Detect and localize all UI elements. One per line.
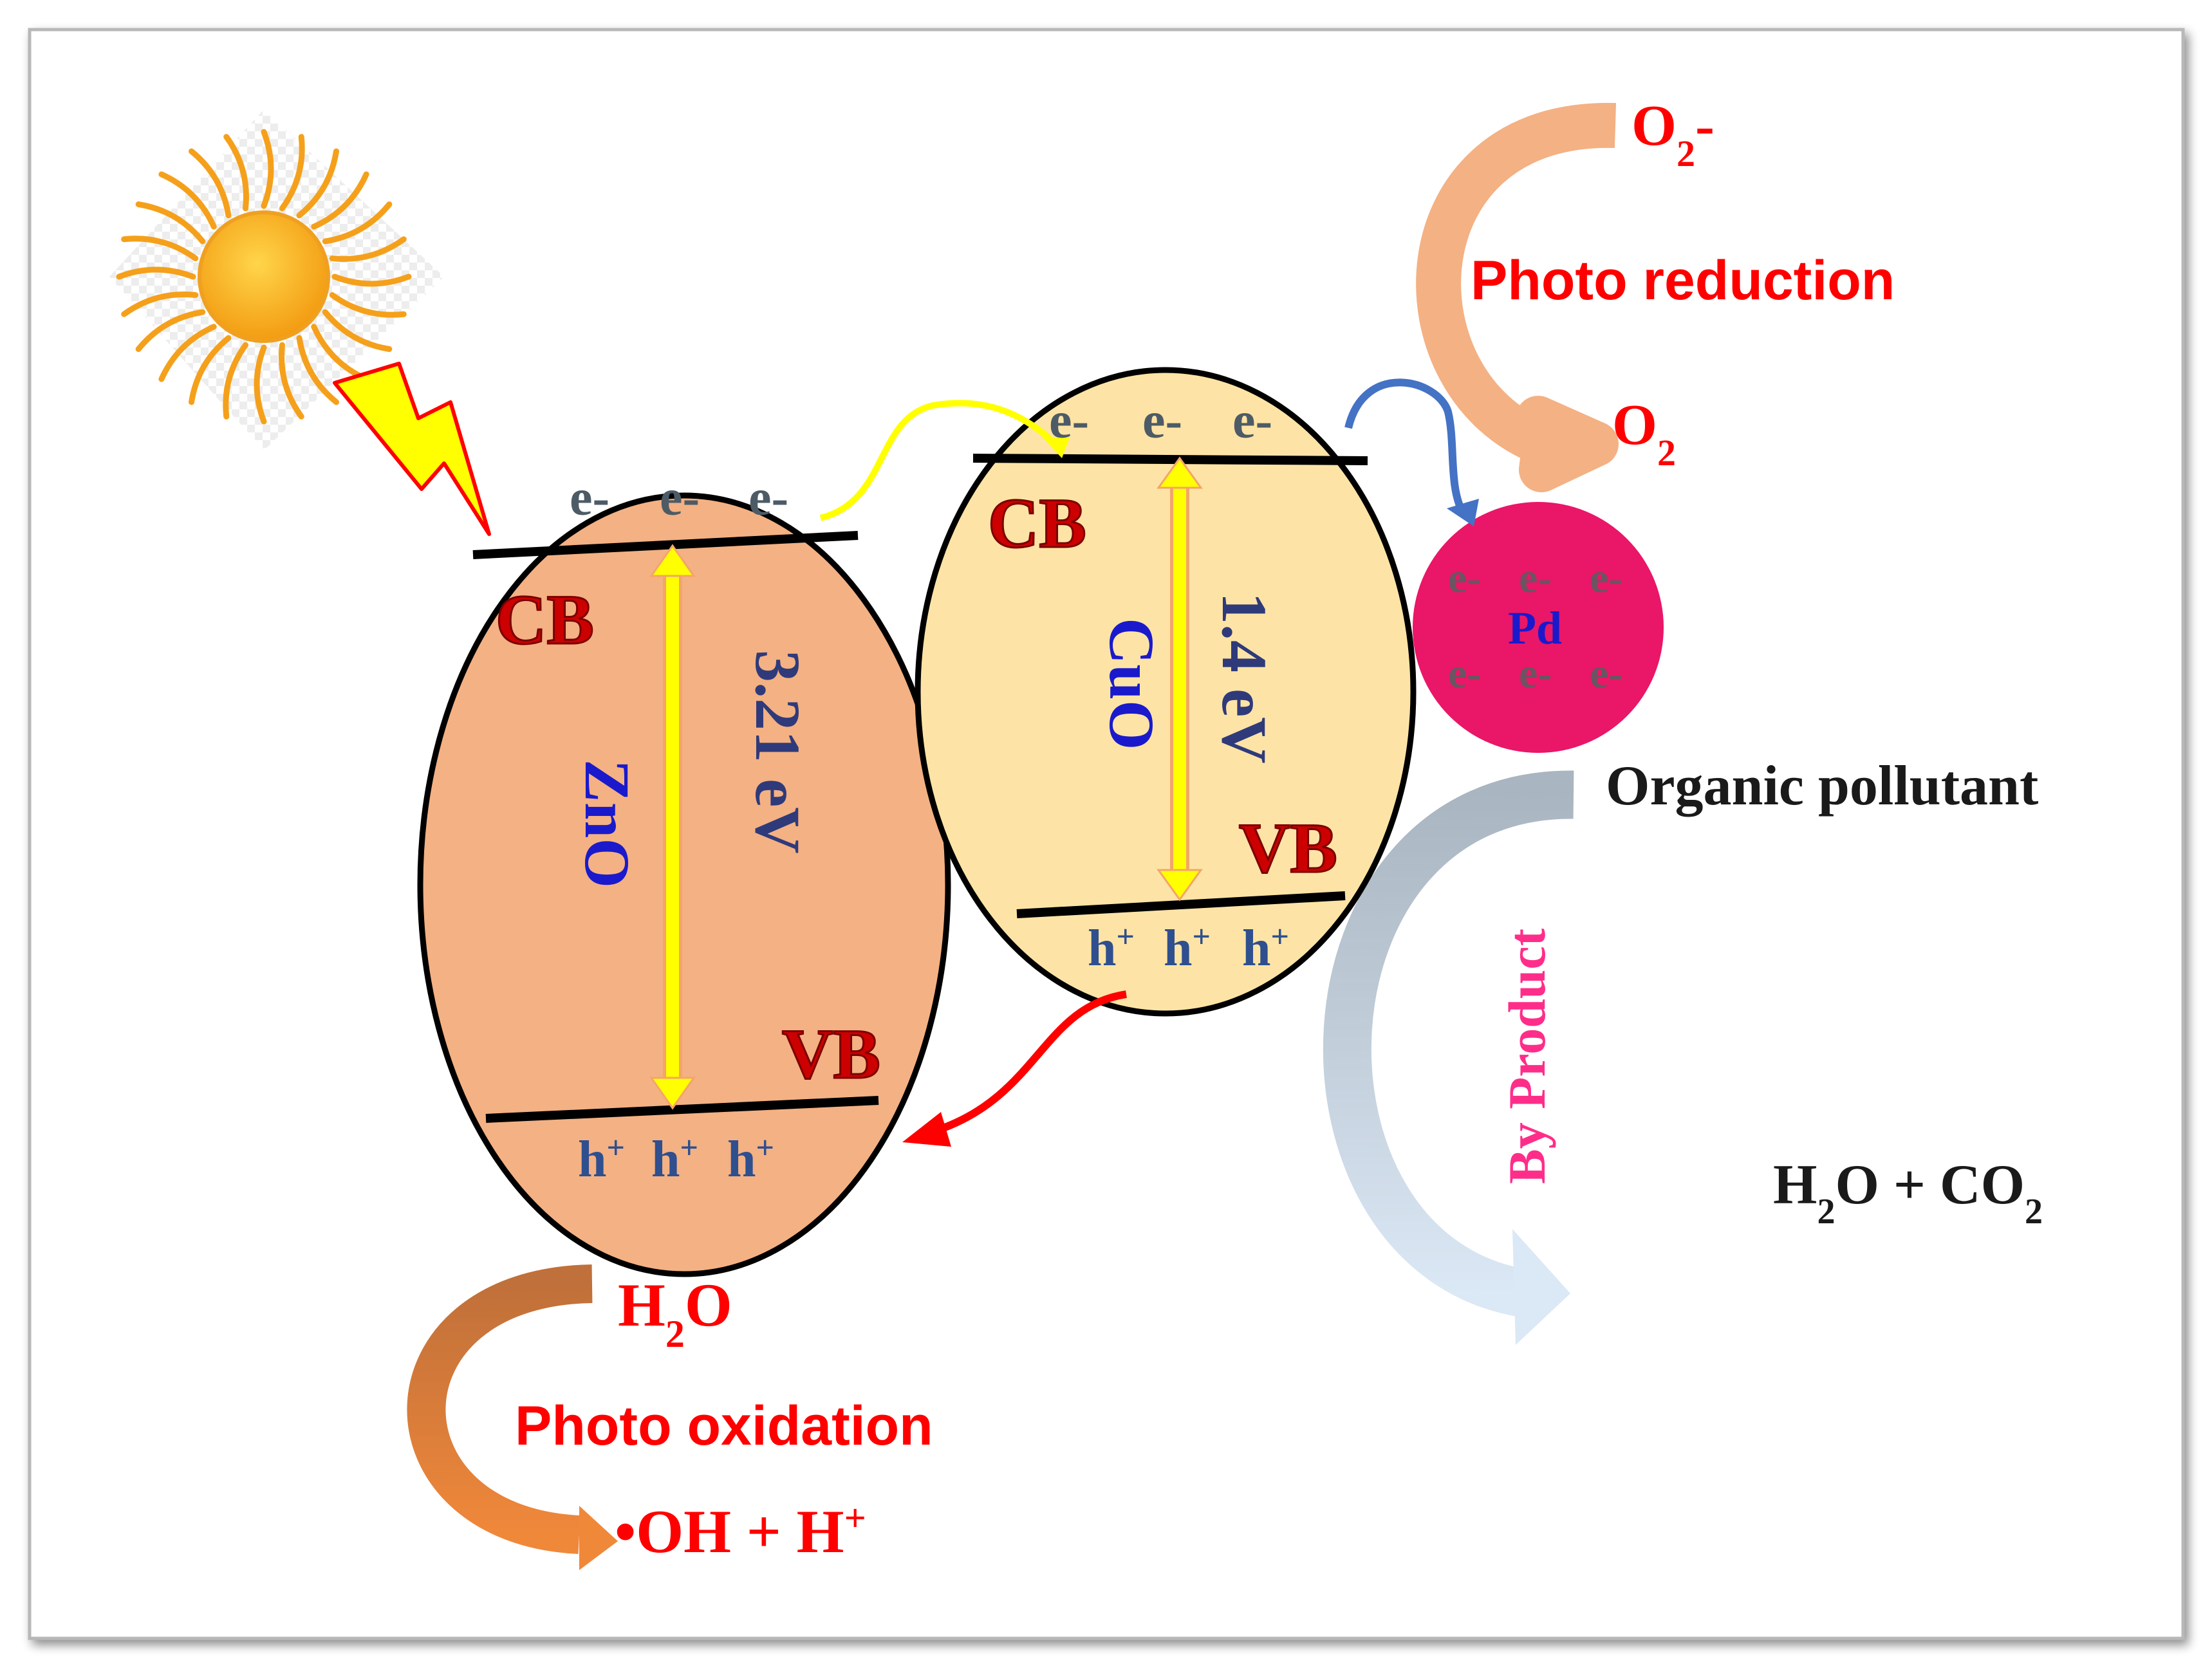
zno-vb-line [485,1096,879,1123]
cuo-electron: e- [1049,393,1089,449]
sun-ray [158,324,217,382]
zno-material-label: ZnO [572,759,643,888]
sun-ray [121,236,199,262]
cuo-vb-label: VB [1239,809,1337,887]
pd-electrons: e- e- e- e- e- e- [1448,555,1622,697]
svg-text:h+: h+ [1088,918,1135,977]
sun-icon [109,109,444,450]
hydroxyl-label: •OH + H+ [615,1497,866,1566]
pd-electron: e- [1590,650,1622,697]
photo-reduction-label: Photo reduction [1471,250,1895,311]
cuo-electrons: e- e- e- [1049,393,1272,449]
cuo-to-pd-arrowhead [1447,499,1479,526]
cuo-hole: h [1088,920,1117,977]
superoxide-label: O2- [1631,94,1715,174]
zno-cb-label: CB [496,580,594,659]
sun-ray [331,273,412,287]
cuo-to-pd-electron-arrow [1344,378,1468,517]
zno-ellipse [417,492,951,1277]
zno-cb-line [472,531,859,559]
pd-electron: e- [1448,555,1481,602]
cuo-material-label: CuO [1096,618,1167,750]
byproduct-arrowhead [1512,1229,1570,1345]
sun-ray [116,266,196,280]
sun-ray [158,171,217,230]
pd-electron: e- [1519,555,1552,602]
sun-ray [223,342,249,420]
sun-ray [322,201,393,245]
zno-holes: h+ h+ h+ [578,1129,774,1188]
zno-hole: h [651,1131,680,1188]
byproduct-arrow [1323,770,1574,1318]
sun-ray [223,134,249,212]
sun-ray [189,148,232,219]
zno-gap-label: 3.21 eV [742,650,813,854]
reduction-arrow [1416,102,1619,492]
zno-vb-label: VB [782,1015,880,1093]
sun-ray [296,148,339,219]
sun-ray [135,201,206,245]
sun-ray [322,309,393,352]
pd-sphere [1413,502,1664,753]
cuo-gap-arrow [1157,456,1203,902]
oxidation-arrowhead [579,1506,618,1570]
cuo-to-zno-hole-arrow [938,990,1127,1133]
cuo-electron: e- [1142,393,1182,449]
sun-ray [279,134,305,212]
svg-text:h+: h+ [727,1129,774,1188]
cuo-gap-label: 1.4 eV [1209,592,1280,764]
zno-hole: h [578,1131,607,1188]
cuo-hole: h [1164,920,1193,977]
oxygen-label: O2 [1612,393,1676,474]
sun-ray [189,335,232,405]
zno-electron: e- [570,470,609,526]
sun-ray [296,335,339,405]
svg-text:h+: h+ [1242,918,1289,977]
zno-hole: h [727,1131,756,1188]
cuo-electron: e- [1232,393,1272,449]
byproduct-label: By Product [1498,929,1556,1184]
pd-label: Pd [1508,602,1562,654]
water-label: H2O [618,1271,732,1355]
sun-ray [121,292,199,317]
lightning-bolt-icon [333,362,491,536]
zno-gap-arrow [649,544,696,1110]
sun-ray [254,344,267,425]
sun-ray [261,129,274,209]
sun-ray [135,309,206,352]
cuo-hole: h [1242,920,1271,977]
svg-text:h+: h+ [1164,918,1211,977]
zno-to-cuo-electron-arrow [819,400,1061,521]
photo-oxidation-label: Photo oxidation [515,1395,933,1457]
zno-to-cuo-arrowhead [1043,438,1070,458]
zno-electron: e- [660,470,700,526]
final-products-label: H2O + CO2 [1773,1154,2043,1232]
sun-ray [311,171,369,230]
cuo-holes: h+ h+ h+ [1088,918,1289,977]
cuo-to-zno-arrowhead [902,1112,951,1147]
svg-text:h+: h+ [651,1129,698,1188]
zno-electrons: e- e- e- [570,470,788,526]
pd-electron: e- [1519,650,1552,697]
sun-ray [329,236,407,262]
svg-text:h+: h+ [578,1129,625,1188]
cuo-cb-label: CB [988,484,1086,562]
sun-ray [279,342,304,420]
cuo-cb-line [972,454,1368,465]
oxidation-arrow [407,1264,593,1554]
zno-electron: e- [748,470,788,526]
sun-ray [329,292,407,318]
organic-pollutant-label: Organic pollutant [1606,755,2038,817]
cuo-vb-line [1016,891,1346,918]
pd-electron: e- [1590,555,1622,602]
cuo-ellipse [915,367,1417,1017]
pd-electron: e- [1448,650,1481,697]
